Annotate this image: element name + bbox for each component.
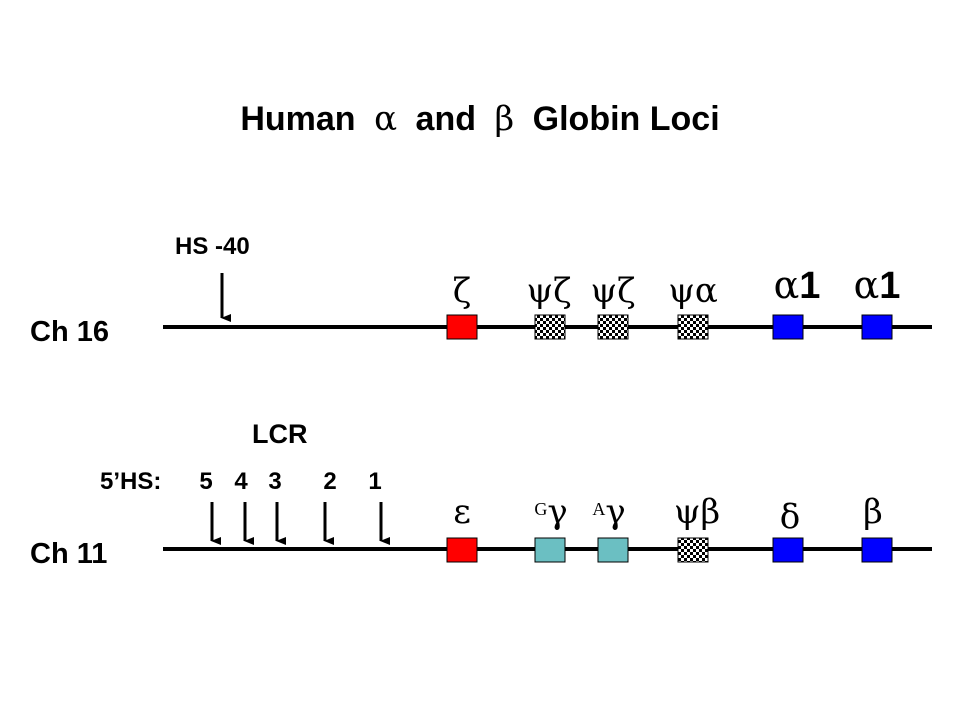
a-prefix: A	[592, 499, 605, 519]
ch11-gene-box-beta	[861, 537, 893, 563]
ch11-label: Ch 11	[30, 538, 107, 570]
ch16-gene-box-alpha1-b	[861, 314, 893, 340]
ch11-locus: Ch 11 LCR 5’HS: 5 4 3 2 1 ε Gγ Aγ ψβ δ β	[30, 419, 932, 570]
ch11-gene-box-epsilon	[446, 537, 478, 563]
ch11-gene-box-g-gamma	[534, 537, 566, 563]
alpha-number: 1	[879, 265, 900, 307]
title-middle: and	[416, 100, 476, 138]
hs-site-2: 2	[323, 468, 336, 495]
ch16-gene-label-psi-zeta-1: ψζ	[526, 271, 571, 311]
ch16-gene-box-psi-alpha	[677, 314, 709, 340]
ch16-gene-label-psi-zeta-2: ψζ	[590, 271, 635, 311]
hs-prefix-label: 5’HS:	[100, 468, 161, 495]
ch16-gene-box-zeta	[446, 314, 478, 340]
ch16-label: Ch 16	[30, 316, 109, 348]
alpha-symbol: α	[774, 263, 800, 307]
ch11-gene-label-beta: β	[863, 492, 883, 532]
ch11-gene-label-epsilon: ε	[453, 492, 471, 532]
ch11-gene-label-a-gamma: Aγ	[592, 492, 625, 532]
ch16-locus: Ch 16 HS -40 ζ ψζ ψζ ψα α1 α1	[30, 233, 932, 348]
ch11-gene-box-psi-beta	[677, 537, 709, 563]
ch11-gene-box-delta	[772, 537, 804, 563]
title-alpha: α	[374, 99, 397, 139]
gamma-symbol: γ	[605, 492, 625, 532]
ch11-gene-label-g-gamma: Gγ	[534, 492, 567, 532]
ch11-gene-box-a-gamma	[597, 537, 629, 563]
ch16-gene-label-alpha1-a: α1	[774, 263, 821, 307]
title-prefix: Human	[240, 100, 355, 138]
title-suffix: Globin Loci	[533, 100, 720, 138]
hs-site-5: 5	[199, 468, 212, 495]
ch16-gene-label-psi-alpha: ψα	[668, 271, 718, 311]
ch16-gene-box-psi-zeta-2	[597, 314, 629, 340]
ch16-gene-box-alpha1-a	[772, 314, 804, 340]
gamma-symbol: γ	[547, 492, 567, 532]
hs-site-1: 1	[368, 468, 381, 495]
ch16-gene-label-zeta: ζ	[453, 271, 471, 311]
page-title: Human α and β Globin Loci	[240, 99, 719, 139]
ch11-gene-label-psi-beta: ψβ	[674, 492, 720, 532]
alpha-number: 1	[799, 265, 820, 307]
hs40-label: HS -40	[175, 233, 250, 260]
title-beta: β	[495, 99, 515, 139]
g-prefix: G	[534, 499, 547, 519]
ch16-gene-label-alpha1-b: α1	[854, 263, 901, 307]
hs-site-4: 4	[234, 468, 248, 495]
lcr-label: LCR	[252, 419, 308, 449]
alpha-symbol: α	[854, 263, 880, 307]
ch16-gene-box-psi-zeta-1	[534, 314, 566, 340]
ch11-gene-label-delta: δ	[780, 497, 800, 537]
hs-site-3: 3	[268, 468, 281, 495]
